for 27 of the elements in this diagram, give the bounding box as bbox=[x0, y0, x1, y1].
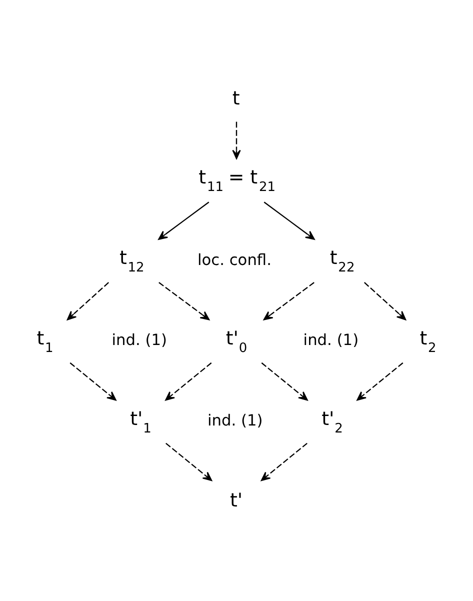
node-text: t$_{2}$ bbox=[420, 327, 436, 356]
node-text: t$_{12}$ bbox=[119, 246, 144, 276]
label: loc. confl. bbox=[197, 250, 272, 268]
node-text: t$_{11}$ = t$_{21}$ bbox=[198, 166, 276, 195]
label: ind. (1) bbox=[208, 411, 263, 430]
arrow bbox=[261, 362, 308, 400]
arrow bbox=[356, 362, 404, 400]
node-text: t bbox=[232, 87, 240, 110]
arrow bbox=[364, 282, 406, 320]
arrow bbox=[263, 282, 314, 320]
label: ind. (1) bbox=[303, 330, 359, 349]
arrow bbox=[165, 362, 212, 400]
arrow bbox=[70, 362, 116, 400]
label: ind. (1) bbox=[112, 330, 168, 349]
arrow bbox=[264, 201, 315, 240]
node-text: t$_{22}$ bbox=[330, 246, 355, 276]
node-text: t$_{1}$ bbox=[36, 327, 54, 356]
arrow bbox=[158, 201, 210, 240]
node-text: t'$_{0}$ bbox=[226, 327, 248, 356]
node-text: t'$_{1}$ bbox=[130, 407, 152, 436]
arrow bbox=[158, 282, 210, 320]
node-text: t'$_{2}$ bbox=[322, 407, 343, 436]
arrow bbox=[232, 121, 241, 159]
arrow bbox=[66, 282, 109, 320]
node-text: t' bbox=[230, 488, 243, 511]
arrow bbox=[166, 442, 212, 481]
arrow bbox=[260, 442, 308, 481]
